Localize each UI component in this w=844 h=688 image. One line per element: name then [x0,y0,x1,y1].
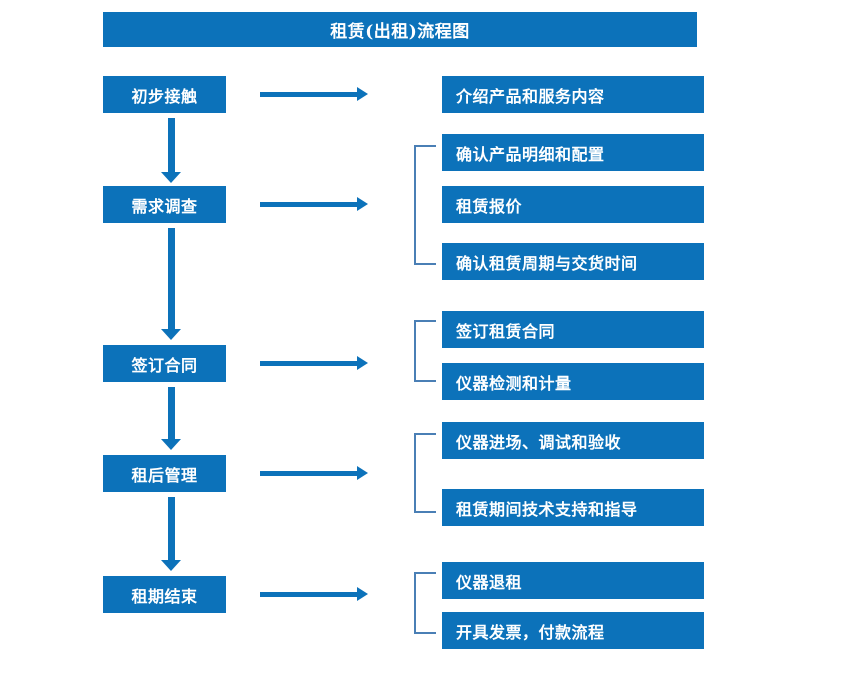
stage-arrow-4-to-5 [161,497,181,571]
arrow-shaft [260,202,357,207]
detail-box-g1-1[interactable]: 介绍产品和服务内容 [442,76,704,113]
stage-box-4[interactable]: 租后管理 [103,455,226,492]
detail-arrow-2 [260,197,368,211]
stage-arrow-1-to-2 [161,118,181,183]
arrow-shaft [260,592,357,597]
arrow-shaft [168,118,175,172]
detail-arrow-5 [260,587,368,601]
detail-box-g2-2[interactable]: 租赁报价 [442,186,704,223]
bracket-group-4 [414,433,436,513]
detail-box-g2-1[interactable]: 确认产品明细和配置 [442,134,704,171]
arrow-head-down-icon [161,172,181,183]
arrow-head-right-icon [357,356,368,370]
arrow-head-down-icon [161,560,181,571]
bracket-group-3 [414,320,436,382]
stage-arrow-2-to-3 [161,228,181,340]
arrow-shaft [168,497,175,560]
chart-title: 租赁(出租)流程图 [103,12,697,47]
stage-arrow-3-to-4 [161,387,181,450]
arrow-head-right-icon [357,587,368,601]
stage-box-2[interactable]: 需求调查 [103,186,226,223]
detail-box-g5-2[interactable]: 开具发票，付款流程 [442,612,704,649]
arrow-shaft [168,228,175,329]
arrow-head-down-icon [161,439,181,450]
arrow-shaft [260,361,357,366]
detail-box-g3-2[interactable]: 仪器检测和计量 [442,363,704,400]
detail-box-g4-2[interactable]: 租赁期间技术支持和指导 [442,489,704,526]
detail-arrow-4 [260,466,368,480]
bracket-group-5 [414,572,436,634]
stage-box-5[interactable]: 租期结束 [103,576,226,613]
detail-box-g5-1[interactable]: 仪器退租 [442,562,704,599]
arrow-shaft [168,387,175,439]
detail-arrow-1 [260,87,368,101]
arrow-head-right-icon [357,197,368,211]
arrow-head-right-icon [357,466,368,480]
detail-box-g3-1[interactable]: 签订租赁合同 [442,311,704,348]
detail-arrow-3 [260,356,368,370]
stage-box-3[interactable]: 签订合同 [103,345,226,382]
arrow-head-down-icon [161,329,181,340]
stage-box-1[interactable]: 初步接触 [103,76,226,113]
detail-box-g4-1[interactable]: 仪器进场、调试和验收 [442,422,704,459]
arrow-head-right-icon [357,87,368,101]
arrow-shaft [260,92,357,97]
detail-box-g2-3[interactable]: 确认租赁周期与交货时间 [442,243,704,280]
bracket-group-2 [414,145,436,265]
arrow-shaft [260,471,357,476]
